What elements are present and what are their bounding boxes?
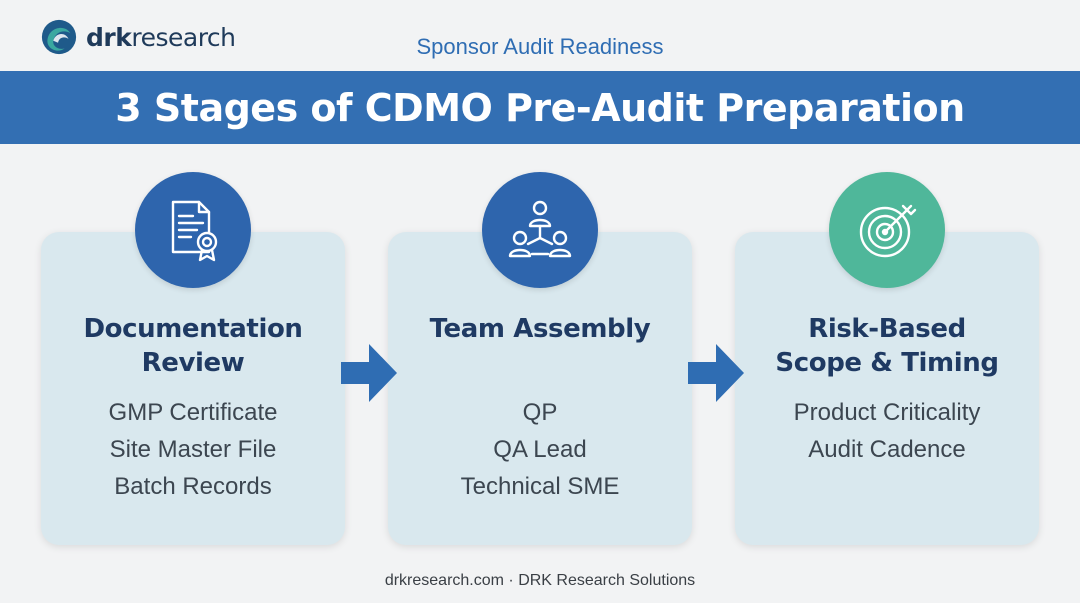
team-network-icon bbox=[482, 172, 598, 288]
list-item: Site Master File bbox=[109, 436, 277, 463]
list-item: QA Lead bbox=[493, 436, 587, 463]
stage-items: Product Criticality Audit Cadence bbox=[735, 394, 1039, 468]
footer-text: drkresearch.com · DRK Research Solutions bbox=[384, 572, 696, 589]
list-item: Batch Records bbox=[114, 473, 272, 500]
title-banner: 3 Stages of CDMO Pre-Audit Preparation bbox=[0, 71, 1080, 144]
target-arrow-icon bbox=[829, 172, 945, 288]
stage-title: Risk-Based Scope & Timing bbox=[775, 314, 999, 378]
page-title: 3 Stages of CDMO Pre-Audit Preparation bbox=[115, 85, 965, 130]
stage-card-documentation: Documentation Review GMP Certificate Sit… bbox=[41, 232, 345, 545]
list-item: Product Criticality bbox=[793, 399, 981, 426]
brand-logo: drkresearch bbox=[40, 18, 236, 56]
list-item: GMP Certificate bbox=[108, 399, 278, 426]
stage-items: QP QA Lead Technical SME bbox=[388, 394, 692, 505]
logo-text: drkresearch bbox=[86, 22, 236, 52]
list-item: Technical SME bbox=[460, 473, 620, 500]
stage-items: GMP Certificate Site Master File Batch R… bbox=[41, 394, 345, 505]
stage-title: Documentation Review bbox=[83, 314, 303, 378]
arrow-right-icon bbox=[341, 344, 397, 402]
document-certificate-icon bbox=[135, 172, 251, 288]
subtitle: Sponsor Audit Readiness bbox=[416, 34, 664, 59]
stage-title: Team Assembly bbox=[429, 314, 651, 344]
list-item: QP bbox=[522, 399, 558, 426]
list-item: Audit Cadence bbox=[808, 436, 966, 463]
arrow-right-icon bbox=[688, 344, 744, 402]
logo-swirl-icon bbox=[41, 19, 77, 55]
